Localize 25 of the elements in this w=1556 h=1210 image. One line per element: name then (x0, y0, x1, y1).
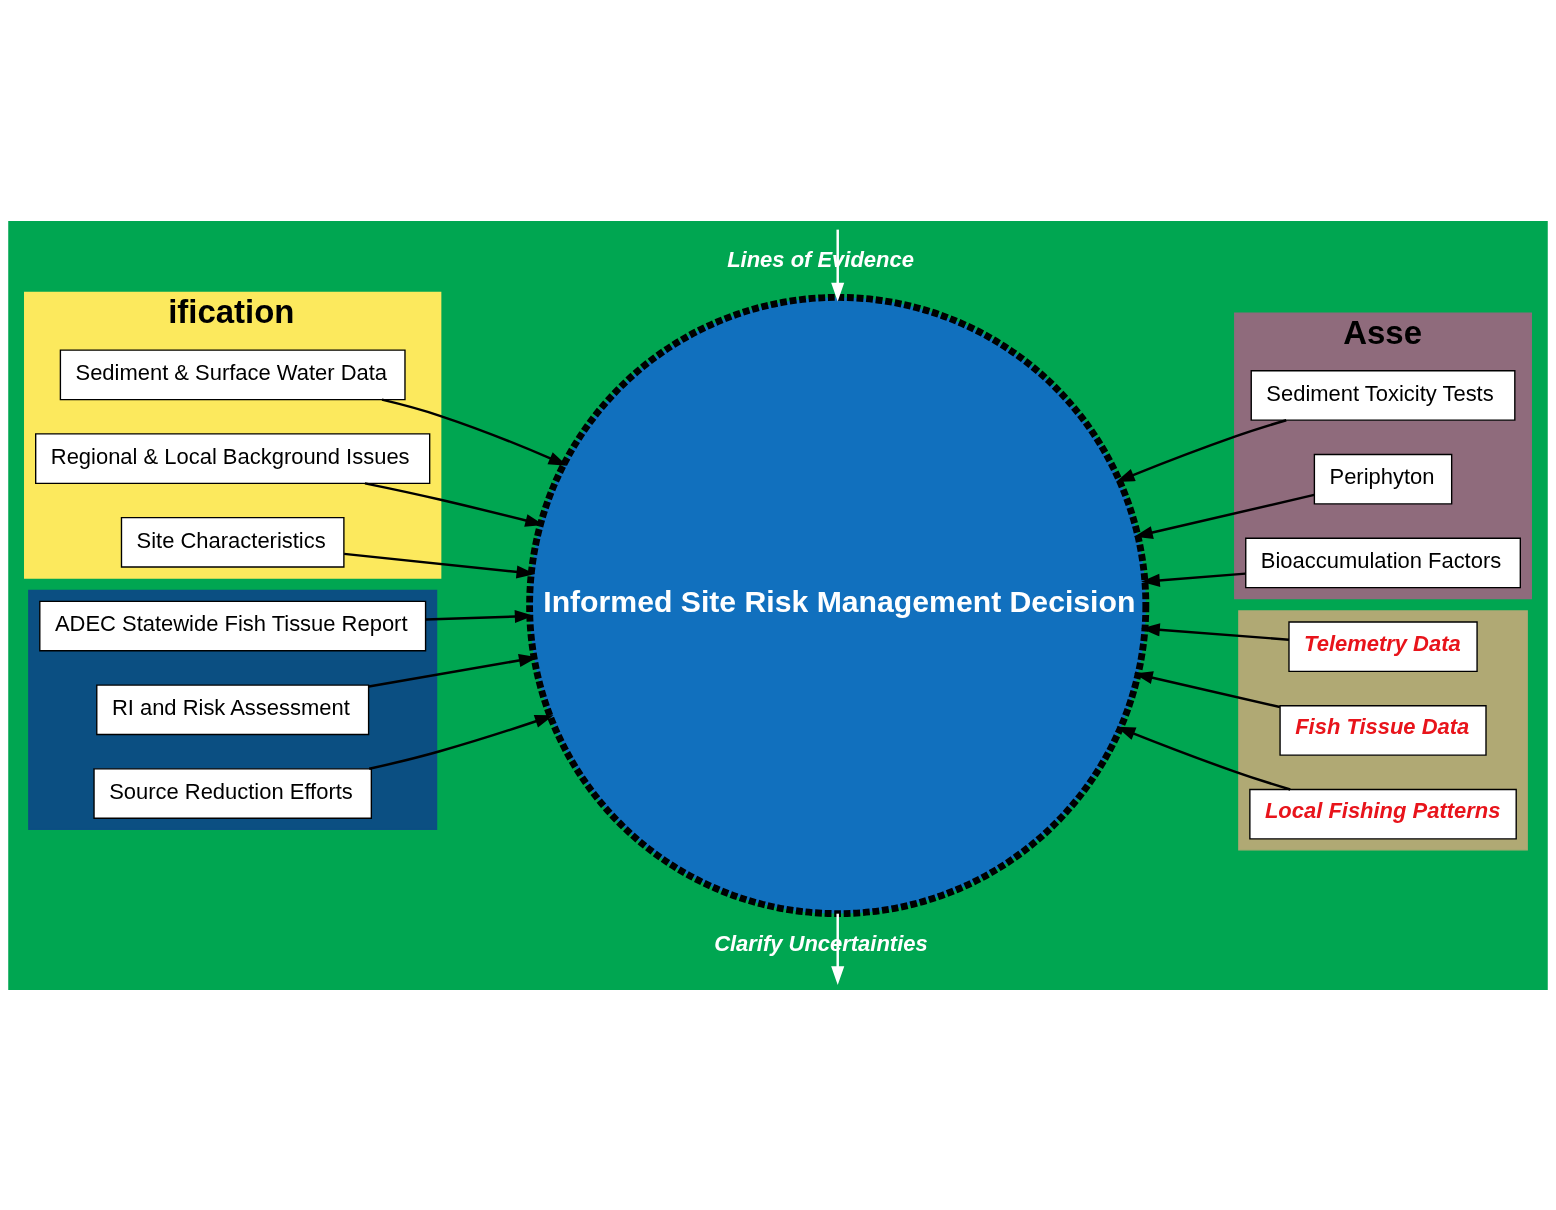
arrow (1134, 670, 1281, 708)
arrow (1141, 571, 1246, 587)
arrow (1141, 622, 1290, 641)
node-box: Bioaccumulation Factors (1245, 537, 1521, 588)
arrow (1134, 493, 1315, 539)
arrow (368, 653, 538, 688)
node-box: Site Characteristics (120, 516, 345, 568)
node-box: Sediment Toxicity Tests (1250, 369, 1516, 421)
node-box: ADEC Statewide Fish Tissue Report (39, 600, 427, 651)
node-box: Fish Tissue Data (1279, 704, 1487, 756)
cluster (1238, 609, 1528, 851)
node-box: Periphyton (1313, 453, 1453, 505)
node-box: Source Reduction Efforts (93, 767, 373, 819)
cluster (28, 589, 438, 830)
arrow (381, 397, 568, 466)
node-box: RI and Risk Assessment (96, 683, 370, 735)
arrow (1115, 418, 1287, 482)
node-box: Sediment & Surface Water Data (59, 348, 406, 400)
arrow (425, 609, 534, 623)
node-box: Local Fishing Patterns (1249, 788, 1517, 840)
arrow (1116, 726, 1291, 791)
arrow (344, 552, 536, 578)
arrow (368, 714, 554, 770)
node-box: Regional & Local Background Issues (35, 432, 431, 484)
node-box: Telemetry Data (1288, 620, 1478, 672)
